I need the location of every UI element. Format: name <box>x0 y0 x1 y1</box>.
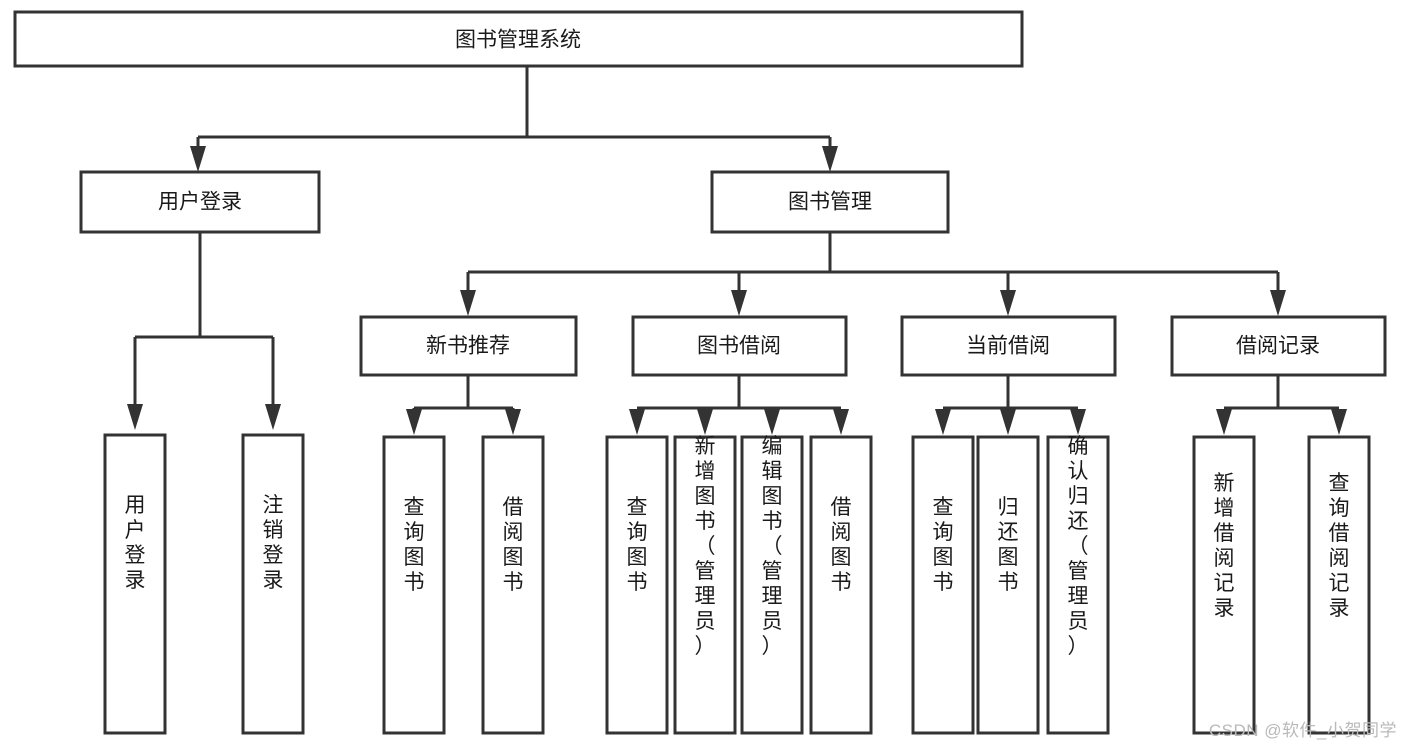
leaf-logout-label: 注销登录 <box>263 494 284 592</box>
node-book-borrow-label: 图书借阅 <box>697 335 781 358</box>
node-book-management[interactable]: 图书管理 <box>710 170 950 234</box>
leaf-user-login-box <box>103 433 167 735</box>
leaf-current-query-book-box <box>911 435 975 735</box>
node-user-login-box <box>79 170 321 234</box>
node-root-system[interactable]: 图书管理系统 <box>13 10 1024 68</box>
node-borrow-record-label: 借阅记录 <box>1236 335 1320 358</box>
leaf-record-query-record[interactable]: 查询借阅记录 <box>1307 435 1371 735</box>
leaf-user-login[interactable]: 用户登录 <box>103 433 167 735</box>
leaf-record-add-record-box <box>1192 435 1256 735</box>
leaf-borrow-query-book[interactable]: 查询图书 <box>605 435 669 735</box>
node-current-borrow-label: 当前借阅 <box>966 335 1050 358</box>
leaf-current-query-book[interactable]: 查询图书 <box>911 435 975 735</box>
leaf-current-confirm-return[interactable]: 确认归还（管理员） <box>1046 435 1110 735</box>
node-user-login-label: 用户登录 <box>158 191 242 214</box>
leaf-borrow-edit-book[interactable]: 编辑图书（管理员） <box>740 435 804 735</box>
node-user-login[interactable]: 用户登录 <box>79 170 321 234</box>
node-book-borrow[interactable]: 图书借阅 <box>631 315 848 377</box>
arrow-to-leaf-logout <box>265 404 281 430</box>
leaf-recommend-query-book-box <box>382 435 446 735</box>
leaf-current-confirm-return-label: 确认归还（管理员） <box>1068 435 1089 658</box>
leaf-borrow-borrow-book-box <box>809 435 873 735</box>
arrow-to-book-borrow <box>731 290 747 316</box>
arrow-to-user-login <box>190 146 206 172</box>
arrow-to-book-mgmt <box>822 146 838 172</box>
arrow-record-leaf-1 <box>1216 409 1232 435</box>
arrow-current-leaf-3 <box>1070 409 1086 435</box>
node-book-management-box <box>710 170 950 234</box>
node-borrow-record[interactable]: 借阅记录 <box>1170 315 1387 377</box>
leaf-logout[interactable]: 注销登录 <box>241 433 305 735</box>
node-book-management-label: 图书管理 <box>788 191 872 214</box>
leaf-borrow-query-book-box <box>605 435 669 735</box>
leaf-recommend-query-book-label: 查询图书 <box>404 496 425 594</box>
leaf-recommend-borrow-book-box <box>481 435 545 735</box>
leaf-current-query-book-label: 查询图书 <box>933 496 954 594</box>
leaf-current-return-book-label: 归还图书 <box>998 496 1019 594</box>
arrow-to-current-borrow <box>1000 290 1016 316</box>
leaf-recommend-borrow-book[interactable]: 借阅图书 <box>481 435 545 735</box>
leaf-record-add-record-label: 新增借阅记录 <box>1214 472 1235 620</box>
leaf-logout-box <box>241 433 305 735</box>
node-root-label: 图书管理系统 <box>455 29 581 52</box>
leaf-current-return-book-box <box>976 435 1040 735</box>
leaf-recommend-borrow-book-label: 借阅图书 <box>503 496 524 594</box>
node-current-borrow[interactable]: 当前借阅 <box>900 315 1117 377</box>
arrow-record-leaf-2 <box>1331 409 1347 435</box>
leaf-record-query-record-label: 查询借阅记录 <box>1329 472 1350 620</box>
arrow-current-leaf-2 <box>1000 409 1016 435</box>
leaf-borrow-borrow-book-label: 借阅图书 <box>831 496 852 594</box>
arrow-borrow-leaf-2 <box>697 409 713 435</box>
leaf-current-confirm-return-box <box>1046 435 1110 735</box>
leaf-borrow-edit-book-label: 编辑图书（管理员） <box>762 435 783 658</box>
arrow-borrow-leaf-3 <box>764 409 780 435</box>
connector-layer <box>127 66 1347 435</box>
node-new-book-recommend-box <box>359 315 578 377</box>
leaf-recommend-query-book[interactable]: 查询图书 <box>382 435 446 735</box>
arrow-recommend-leaf-2 <box>505 409 521 435</box>
leaf-record-query-record-box <box>1307 435 1371 735</box>
leaf-current-return-book[interactable]: 归还图书 <box>976 435 1040 735</box>
arrow-to-borrow-record <box>1270 290 1286 316</box>
leaf-borrow-query-book-label: 查询图书 <box>627 496 648 594</box>
arrow-to-new-book-recommend <box>460 290 476 316</box>
node-borrow-record-box <box>1170 315 1387 377</box>
leaf-user-login-label: 用户登录 <box>125 494 146 592</box>
arrow-borrow-leaf-1 <box>629 409 645 435</box>
arrow-current-leaf-1 <box>935 409 951 435</box>
node-new-book-recommend-label: 新书推荐 <box>426 335 510 358</box>
leaf-borrow-borrow-book[interactable]: 借阅图书 <box>809 435 873 735</box>
arrow-to-leaf-user-login <box>127 404 143 430</box>
arrow-borrow-leaf-4 <box>833 409 849 435</box>
node-root-box <box>13 10 1024 68</box>
leaf-borrow-add-book-label: 新增图书（管理员） <box>695 435 716 658</box>
node-current-borrow-box <box>900 315 1117 377</box>
node-new-book-recommend[interactable]: 新书推荐 <box>359 315 578 377</box>
arrow-recommend-leaf-1 <box>406 409 422 435</box>
leaf-borrow-add-book[interactable]: 新增图书（管理员） <box>673 435 737 735</box>
leaf-borrow-edit-book-box <box>740 435 804 735</box>
leaf-borrow-add-book-box <box>673 435 737 735</box>
node-book-borrow-box <box>631 315 848 377</box>
leaf-record-add-record[interactable]: 新增借阅记录 <box>1192 435 1256 735</box>
